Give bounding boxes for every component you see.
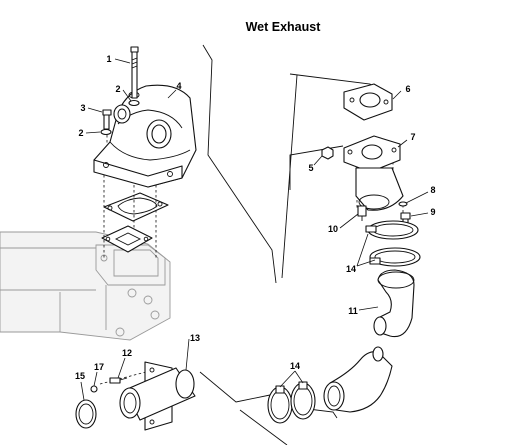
callout-6: 6 (405, 84, 410, 94)
callout-2-upper: 2 (115, 84, 120, 94)
leader-lines (80, 58, 429, 401)
hose-clamps-upper (365, 220, 421, 267)
manifold-gasket (103, 192, 169, 222)
outlet-elbow (323, 346, 393, 413)
exhaust-elbow (343, 135, 404, 211)
callout-11: 11 (348, 306, 358, 316)
bolt-long (130, 46, 139, 99)
callout-10: 10 (328, 224, 338, 234)
exhaust-manifold (93, 84, 197, 188)
callout-17: 17 (94, 362, 104, 372)
nut (321, 146, 334, 160)
exhaust-hose (373, 269, 415, 338)
elbow-flange (343, 83, 393, 121)
callout-8: 8 (430, 185, 435, 195)
washer-upper (128, 99, 140, 107)
fitting-10 (357, 205, 367, 221)
callout-7: 7 (410, 132, 415, 142)
hose-clamps-lower (267, 381, 316, 424)
callout-9: 9 (430, 207, 435, 217)
end-cap (75, 399, 97, 429)
diagram-title: Wet Exhaust (246, 20, 322, 34)
washer-8 (398, 201, 408, 207)
callout-5: 5 (308, 163, 313, 173)
callout-1: 1 (106, 54, 111, 64)
engine-block (0, 231, 171, 341)
through-hull-fitting (119, 361, 196, 431)
callout-labels: 1 2 3 2 4 5 6 7 8 9 10 14 11 12 13 14 15… (75, 54, 436, 381)
callout-12: 12 (122, 348, 132, 358)
callout-14-upper: 14 (346, 264, 356, 274)
clip-17 (90, 385, 98, 393)
callout-3: 3 (80, 103, 85, 113)
callout-2-lower: 2 (78, 128, 83, 138)
screw-12 (109, 377, 128, 384)
riser-plate (101, 225, 153, 253)
callout-4: 4 (176, 81, 181, 91)
callout-13: 13 (190, 333, 200, 343)
washer-lower (100, 128, 112, 136)
callout-14-lower: 14 (290, 361, 300, 371)
callout-15: 15 (75, 371, 85, 381)
bolt-short (102, 109, 112, 130)
